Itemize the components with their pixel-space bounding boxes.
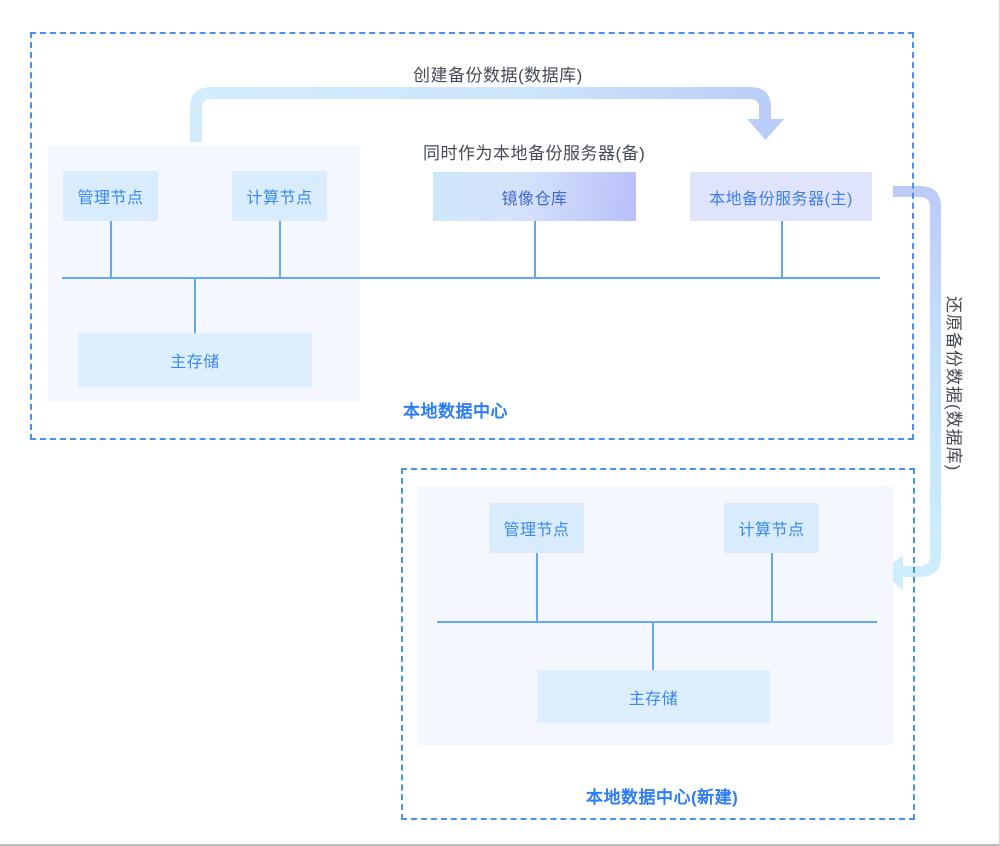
node-label: 主存储 [628, 690, 679, 708]
node-mgmt-node[interactable]: 管理节点 [63, 171, 158, 221]
region-label-local-datacenter-new: 本地数据中心(新建) [586, 788, 739, 807]
connector-compute-node [279, 221, 281, 278]
connector-compute-node-2 [771, 553, 773, 622]
connector-mirror-repo [534, 221, 536, 278]
node-mgmt-node-2[interactable]: 管理节点 [489, 503, 584, 553]
node-label: 计算节点 [246, 190, 313, 207]
node-label: 管理节点 [503, 522, 570, 539]
connector-backup-server [781, 221, 783, 278]
connector-primary-storage [194, 277, 196, 333]
region-local-datacenter-new [401, 468, 915, 820]
node-primary-storage-2[interactable]: 主存储 [537, 670, 770, 723]
node-primary-storage[interactable]: 主存储 [78, 333, 312, 387]
node-label: 镜像仓库 [501, 190, 568, 208]
bus-line-bottom [437, 621, 877, 623]
region-local-datacenter [30, 32, 914, 440]
node-label: 计算节点 [738, 522, 805, 539]
node-backup-server[interactable]: 本地备份服务器(主) [690, 172, 872, 221]
node-compute-node-2[interactable]: 计算节点 [724, 503, 819, 553]
connector-mgmt-node [110, 221, 112, 278]
bus-line-top [62, 277, 880, 279]
node-label: 管理节点 [77, 190, 144, 207]
node-label: 本地备份服务器(主) [709, 190, 853, 208]
node-compute-node[interactable]: 计算节点 [232, 171, 327, 221]
node-mirror-repo[interactable]: 镜像仓库 [433, 172, 636, 221]
caption-create-backup: 创建备份数据(数据库) [413, 66, 583, 85]
connector-primary-storage-2 [652, 621, 654, 670]
region-label-local-datacenter: 本地数据中心 [403, 402, 508, 421]
caption-restore-backup: 还原备份数据(数据库) [944, 296, 963, 472]
connector-mgmt-node-2 [536, 553, 538, 622]
node-label: 主存储 [170, 354, 220, 371]
caption-also-backup-server: 同时作为本地备份服务器(备) [423, 144, 646, 163]
